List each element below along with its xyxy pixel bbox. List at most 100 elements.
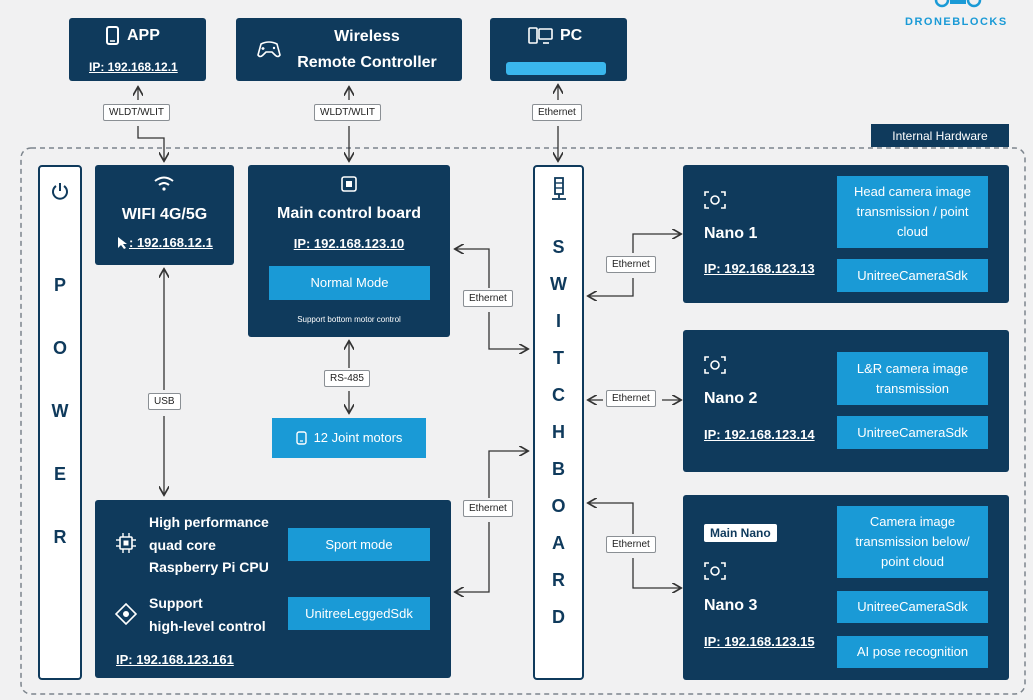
main-switch-label: Ethernet xyxy=(463,290,513,307)
ai-pose-button[interactable]: AI pose recognition xyxy=(837,636,988,668)
main-switch-line-2 xyxy=(488,312,527,349)
nano3-desc: Camera image transmission below/ point c… xyxy=(837,506,988,578)
switch-icon xyxy=(552,177,566,200)
main-nano-badge: Main Nano xyxy=(704,524,777,542)
main-motors-label: RS-485 xyxy=(324,370,370,387)
pc-icon xyxy=(528,27,553,44)
nano3-node: Main Nano Nano 3 IP: 192.168.123.15 Came… xyxy=(683,495,1009,680)
power-letter: R xyxy=(53,527,67,547)
switchboard-letter: B xyxy=(552,459,565,479)
normal-mode-button[interactable]: Normal Mode xyxy=(269,266,430,300)
app-title: APP xyxy=(127,27,160,44)
nano3-title: Nano 3 xyxy=(704,597,758,614)
switchboard-letter: S xyxy=(552,237,565,257)
nano3-ip: IP: 192.168.123.15 xyxy=(704,634,815,649)
wifi-title: WIFI 4G/5G xyxy=(121,206,208,223)
nano1-desc: Head camera image transmission / point c… xyxy=(837,176,988,248)
main-board-title: Main control board xyxy=(277,205,421,222)
switchboard-letter: W xyxy=(550,274,567,294)
power-letter: E xyxy=(53,464,66,484)
support-line2: high-level control xyxy=(149,618,266,634)
pc-title: PC xyxy=(560,27,583,44)
remote-title-line1: Wireless xyxy=(334,28,400,45)
remote-title-line2: Remote Controller xyxy=(297,54,437,71)
remote-controller-node: Wireless Remote Controller xyxy=(236,18,462,81)
switchboard-letter: A xyxy=(552,533,565,553)
switchboard-letter: T xyxy=(553,348,564,368)
switchboard-letter: I xyxy=(555,311,561,331)
camera-icon xyxy=(704,191,726,209)
nano2-title: Nano 2 xyxy=(704,390,758,407)
logo: DRONEBLOCKS xyxy=(898,0,1018,32)
phone-icon xyxy=(106,26,119,45)
switchboard-letter: R xyxy=(552,570,565,590)
cpu-icon xyxy=(116,533,136,553)
unitree-legged-sdk-button[interactable]: UnitreeLeggedSdk xyxy=(288,597,430,630)
control-icon xyxy=(115,603,137,625)
nano1-node: Nano 1 IP: 192.168.123.13 Head camera im… xyxy=(683,165,1009,303)
internal-hardware-label: Internal Hardware xyxy=(871,124,1009,147)
joint-motors-node: 12 Joint motors xyxy=(272,418,426,458)
power-letter: W xyxy=(51,401,69,421)
nano1-title: Nano 1 xyxy=(704,225,758,242)
power-letter: O xyxy=(52,338,67,358)
power-column: P O W E R xyxy=(38,165,82,680)
drone-logo-icon xyxy=(934,0,982,8)
cpu-node: High performance quad core Raspberry Pi … xyxy=(95,500,451,678)
motor-icon xyxy=(295,431,307,445)
app-ip: IP: 192.168.12.1 xyxy=(89,60,178,74)
wifi-cpu-label: USB xyxy=(148,393,181,410)
sport-mode-button[interactable]: Sport mode xyxy=(288,528,430,561)
switchboard-letter: D xyxy=(552,607,565,627)
cpu-switch-line xyxy=(488,451,527,498)
nano2-desc: L&R camera image transmission xyxy=(837,352,988,405)
switchboard-letter: C xyxy=(552,385,565,405)
support-line1: Support xyxy=(149,595,203,611)
nano2-sdk-button[interactable]: UnitreeCameraSdk xyxy=(837,416,988,449)
app-wifi-line-2 xyxy=(137,126,164,160)
wifi-node: WIFI 4G/5G : 192.168.12.1 xyxy=(95,165,234,265)
cpu-switch-label: Ethernet xyxy=(463,500,513,517)
main-board-note: Support bottom motor control xyxy=(297,315,401,324)
switch-nano1-label: Ethernet xyxy=(606,256,656,273)
nano1-sdk-button[interactable]: UnitreeCameraSdk xyxy=(837,259,988,292)
nano2-node: Nano 2 IP: 192.168.123.14 L&R camera ima… xyxy=(683,330,1009,472)
main-control-board-node: Main control board IP: 192.168.123.10 No… xyxy=(248,165,450,337)
switchboard-letter: O xyxy=(551,496,566,516)
cursor-icon xyxy=(118,236,127,249)
nano1-ip: IP: 192.168.123.13 xyxy=(704,261,815,276)
switchboard-letter: H xyxy=(552,422,565,442)
logo-text: DRONEBLOCKS xyxy=(905,16,1008,28)
wifi-ip: : 192.168.12.1 xyxy=(129,235,213,250)
cpu-line2: quad core xyxy=(149,537,216,553)
switch-nano1-line-2 xyxy=(589,278,634,296)
cpu-ip: IP: 192.168.123.161 xyxy=(116,652,234,667)
power-letter: P xyxy=(53,275,66,295)
pc-node: PC xyxy=(490,18,627,81)
app-wifi-label: WLDT/WLIT xyxy=(103,104,170,121)
switch-nano3-line-2 xyxy=(632,558,680,588)
gamepad-icon xyxy=(257,41,281,58)
board-icon xyxy=(341,176,357,192)
switch-nano3-line xyxy=(589,503,634,534)
pc-switch-label: Ethernet xyxy=(532,104,582,121)
remote-main-label: WLDT/WLIT xyxy=(314,104,381,121)
switch-nano2-label: Ethernet xyxy=(606,390,656,407)
cpu-line1: High performance xyxy=(149,514,269,530)
redacted-bar xyxy=(506,62,606,75)
camera-icon xyxy=(704,356,726,374)
cpu-line3: Raspberry Pi CPU xyxy=(149,559,269,575)
cpu-switch-line-2 xyxy=(456,522,490,592)
app-node: APP IP: 192.168.12.1 xyxy=(69,18,206,81)
switch-nano3-label: Ethernet xyxy=(606,536,656,553)
nano3-sdk-button[interactable]: UnitreeCameraSdk xyxy=(837,591,988,623)
joint-motors-label: 12 Joint motors xyxy=(313,430,403,445)
main-switch-line xyxy=(456,249,490,288)
internal-hardware-border xyxy=(20,147,1026,695)
switch-nano1-line xyxy=(632,234,680,253)
nano2-ip: IP: 192.168.123.14 xyxy=(704,427,815,442)
camera-icon xyxy=(704,562,726,580)
wifi-icon xyxy=(154,176,174,191)
